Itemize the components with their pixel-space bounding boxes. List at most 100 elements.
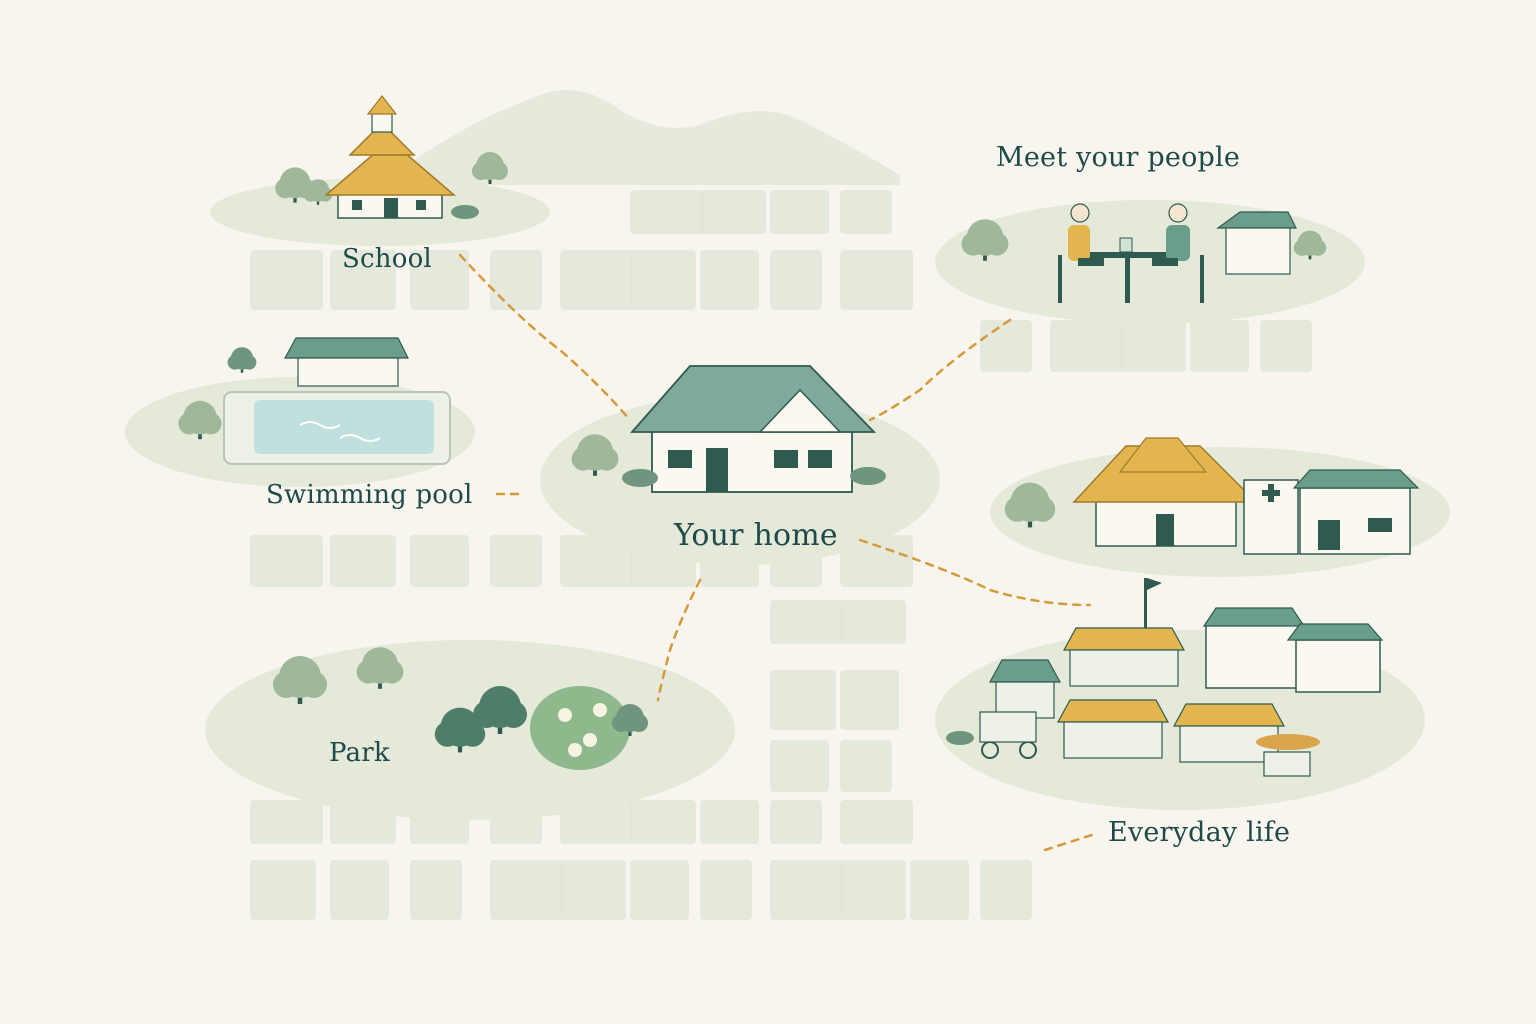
tree-crown (318, 187, 333, 202)
tree-crown (356, 660, 380, 684)
city-block (770, 190, 829, 234)
tree-icon (1293, 230, 1327, 260)
tree-crown (961, 232, 985, 256)
parasol-icon (1256, 734, 1320, 750)
city-block (560, 535, 633, 587)
route-school-home (458, 253, 632, 422)
city-block (490, 250, 542, 310)
tree-crown (1310, 239, 1327, 256)
park-label[interactable]: Park (329, 738, 390, 768)
kiosk-icon (1216, 211, 1297, 275)
tree-crown (1030, 496, 1056, 522)
city-block (770, 800, 822, 844)
everyday-life-label[interactable]: Everyday life (1108, 817, 1291, 848)
city-block (840, 250, 913, 310)
city-block (250, 250, 323, 310)
city-block (630, 250, 696, 310)
tree-crown (380, 660, 404, 684)
tree-icon (473, 686, 527, 734)
tree-crown (630, 714, 648, 732)
tree-crown (275, 178, 295, 199)
market-shop (1295, 639, 1381, 693)
place-illustrations (178, 95, 1420, 777)
house-window (668, 450, 692, 468)
tree-icon (571, 434, 619, 476)
stall-awning (988, 659, 1062, 683)
city-block (490, 535, 542, 587)
temple-door (384, 198, 398, 218)
tree-crown (571, 447, 595, 471)
city-block (840, 800, 913, 844)
meet-your-people-label[interactable]: Meet your people (996, 142, 1241, 173)
mountains (400, 90, 900, 185)
city-block (1050, 320, 1123, 372)
tree-crown (227, 355, 242, 370)
city-block (630, 190, 703, 234)
flower (558, 708, 572, 722)
temple-icon (323, 95, 457, 219)
stall-counter (1063, 721, 1163, 759)
route-home-everyday (858, 538, 1092, 607)
house-door (706, 448, 728, 492)
tree-icon (356, 647, 404, 689)
chair (1200, 255, 1204, 303)
palm-icon (227, 347, 257, 373)
city-block (250, 860, 316, 920)
temple-roof (1072, 445, 1258, 503)
tree-crown (178, 412, 200, 435)
temple-tower (371, 111, 393, 133)
tree-crown (300, 671, 327, 698)
swimming-pool-label[interactable]: Swimming pool (266, 480, 473, 510)
your-home-label[interactable]: Your home (674, 518, 838, 553)
shop-roof (1292, 469, 1420, 489)
city-block (700, 250, 759, 310)
person-legs (1152, 258, 1178, 266)
city-block (770, 670, 836, 730)
temple-upper-roof (348, 121, 416, 156)
city-block (490, 860, 563, 920)
city-block (1190, 320, 1249, 372)
bush-icon (850, 467, 886, 485)
city-block (630, 800, 696, 844)
temple-door (1156, 514, 1174, 546)
person-legs (1078, 258, 1104, 266)
table-leg (1125, 258, 1130, 303)
tree-crown (1004, 496, 1030, 522)
temple-icon (1072, 437, 1258, 547)
city-block (770, 250, 822, 310)
tree-icon (472, 152, 508, 184)
flowering-shrub-icon (530, 686, 630, 770)
city-block (840, 190, 892, 234)
tree-crown (500, 701, 527, 728)
tree-crown (303, 187, 318, 202)
tree-icon (612, 704, 648, 736)
market-building-roof (1202, 607, 1306, 627)
temple-spire (366, 95, 398, 115)
city-block (1260, 320, 1312, 372)
city-block (910, 860, 969, 920)
bush-icon (946, 731, 974, 745)
temple-window (352, 200, 362, 210)
school-label[interactable]: School (342, 244, 432, 274)
house-window (774, 450, 798, 468)
cafe-table-icon (1058, 203, 1204, 303)
flower (583, 733, 597, 747)
food-cart-icon (1263, 751, 1311, 777)
person-head (1070, 203, 1090, 223)
city-block (700, 800, 759, 844)
tree-crown (612, 714, 630, 732)
city-block (840, 670, 899, 730)
tree-crown (473, 701, 500, 728)
shop-building (1299, 487, 1411, 555)
tree-icon (434, 707, 486, 753)
house-gable (758, 388, 842, 433)
route-people-home (868, 318, 1012, 422)
city-block (330, 535, 396, 587)
city-block (840, 860, 906, 920)
city-block (770, 600, 843, 644)
pool-ripples (299, 421, 381, 442)
chair (1058, 255, 1062, 303)
city-block (560, 860, 626, 920)
